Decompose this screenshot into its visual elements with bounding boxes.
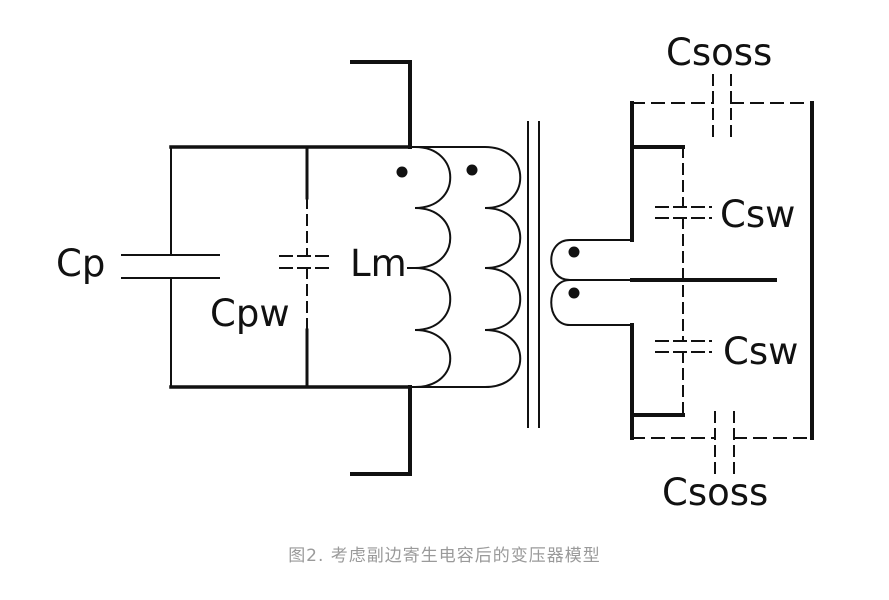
cp-capacitor [121,146,220,388]
polarity-dot-primary [396,166,408,178]
polarity-dot-secondary-top [568,246,580,258]
cpw-capacitor [279,145,335,389]
primary-bottom-terminal [350,385,412,476]
label-cpw: Cpw [210,292,290,335]
label-csoss-bottom: Csoss [662,471,768,514]
label-csw-top: Csw [720,193,795,236]
label-csoss-top: Csoss [666,31,772,74]
secondary-winding-top [550,239,633,281]
label-cp: Cp [56,242,105,285]
primary-winding-lm [409,146,452,388]
label-csw-bottom: Csw [723,330,798,373]
figure-caption: 图2. 考虑副边寄生电容后的变压器模型 [288,546,601,566]
primary-top-terminal [350,60,412,149]
polarity-dot-coupled [466,164,478,176]
label-lm: Lm [350,242,407,285]
coupled-winding [414,146,522,388]
secondary-winding-bottom [550,278,633,326]
polarity-dot-secondary-bottom [568,287,580,299]
csw-capacitors [655,146,712,416]
csoss-capacitors [631,74,813,477]
